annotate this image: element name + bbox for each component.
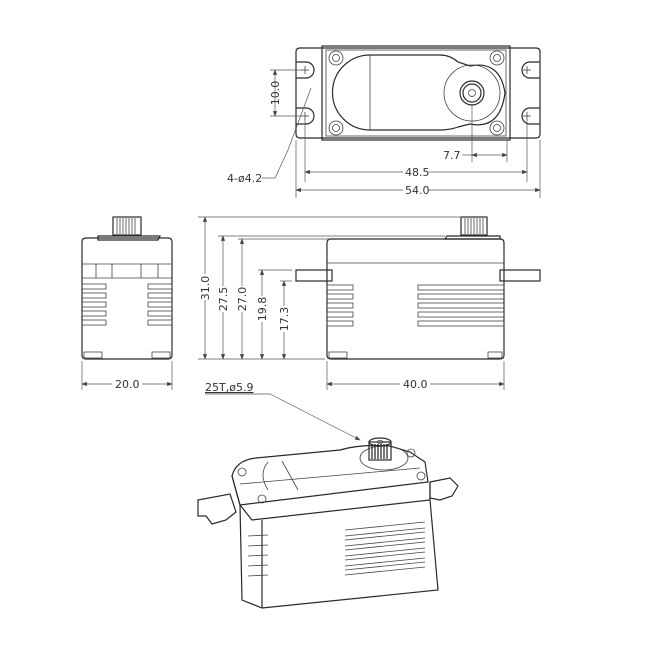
front-view-dimensions: 31.0 27.5 27.0 19.8 17.3 40.0 <box>198 216 505 391</box>
dim-overall-length: 54.0 <box>405 184 430 197</box>
dim-total-height: 31.0 <box>199 276 212 301</box>
dim-tab-bottom: 17.3 <box>278 307 291 332</box>
dim-side-width: 20.0 <box>115 378 140 391</box>
top-view <box>295 45 541 141</box>
spline-callout: 25T,ø5.9 <box>205 381 253 394</box>
side-view-dimensions: 20.0 <box>81 361 173 391</box>
dim-hole-spacing-vertical: 10.0 <box>269 81 282 106</box>
hole-callout: 4-ø4.2 <box>227 172 262 185</box>
side-view <box>81 216 173 360</box>
dim-output-offset: 7.7 <box>443 149 461 162</box>
dim-case-length: 40.0 <box>403 378 428 391</box>
dim-height-top-cover: 27.5 <box>217 287 230 312</box>
front-view <box>295 216 541 360</box>
dim-tab-top: 19.8 <box>256 297 269 322</box>
dim-hole-spacing-horizontal: 48.5 <box>405 166 430 179</box>
top-view-dimensions: 10.0 4-ø4.2 7.7 48.5 54.0 <box>227 69 541 198</box>
iso-view: 25T,ø5.9 <box>197 381 459 609</box>
dim-case-height: 27.0 <box>236 287 249 312</box>
